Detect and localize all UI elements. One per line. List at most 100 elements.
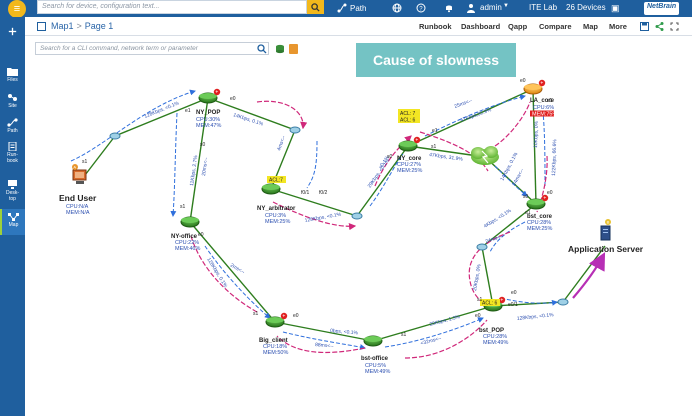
router-ny-core[interactable]: + [398, 136, 421, 152]
globe-icon[interactable] [390, 1, 404, 15]
menu-map[interactable]: Map [583, 22, 598, 31]
edge-label: 20Kbps, 1.3% [429, 314, 461, 328]
menu-qapp[interactable]: Qapp [508, 22, 528, 31]
database-icon[interactable] [275, 44, 285, 54]
cart-icon[interactable]: ▣ [611, 3, 620, 13]
save-icon[interactable] [640, 22, 649, 31]
global-search-button[interactable] [307, 0, 324, 14]
sidebar-item-desktop[interactable]: Desk- top [0, 180, 25, 202]
link[interactable] [274, 321, 374, 342]
menu-dashboard[interactable]: Dashboard [461, 22, 501, 31]
router-ny-office[interactable] [180, 216, 200, 228]
link[interactable] [114, 97, 209, 137]
link[interactable] [356, 145, 409, 217]
sidebar-item-site[interactable]: Site [0, 93, 25, 109]
sidebar-item-runbook[interactable]: Run- book [0, 142, 25, 164]
port-label: e1 [185, 108, 191, 114]
share-icon[interactable] [655, 22, 664, 31]
link[interactable] [207, 97, 296, 131]
edge-label: 14Kbps, 0.1% [232, 112, 264, 127]
cli-search-input[interactable]: Search for a CLI command, network term o… [35, 42, 269, 55]
link[interactable] [270, 188, 358, 217]
pink-traffic [190, 100, 548, 359]
top-bar: ≡ Search for device, configuration text.… [0, 0, 692, 18]
wan-cloud-icon[interactable] [471, 146, 499, 165]
link[interactable] [189, 221, 276, 323]
switch-icon[interactable] [289, 126, 301, 134]
node-cpu: CPU:N/A [66, 204, 89, 210]
menu-more[interactable]: More [609, 22, 627, 31]
link[interactable] [81, 135, 116, 180]
path-button[interactable]: Path [337, 2, 366, 14]
desktop-icon [8, 180, 17, 189]
edge-label: 24ms<-- [485, 233, 505, 245]
link[interactable] [562, 245, 606, 303]
port-label: f0/1 [301, 190, 310, 196]
sidebar-item-new[interactable] [0, 27, 25, 37]
notes-icon[interactable] [289, 44, 298, 54]
router-ny-pop[interactable]: + [198, 88, 221, 104]
router-ny-arbitrator[interactable] [261, 183, 281, 195]
bell-icon[interactable] [442, 1, 456, 15]
port-label: s0 [387, 154, 393, 160]
acl-badge: ACL: 6 [482, 301, 498, 307]
sidebar-item-map[interactable]: Map [0, 209, 25, 235]
global-search-input[interactable]: Search for device, configuration text... [37, 0, 307, 14]
device-count[interactable]: 26 Devices [566, 3, 606, 12]
node-mem: MEM:75% [532, 112, 557, 118]
node-name: NY_core [397, 156, 422, 162]
expand-icon[interactable] [670, 22, 679, 31]
svg-text:?: ? [419, 6, 423, 12]
link[interactable] [532, 88, 537, 205]
help-icon[interactable]: ? [414, 1, 428, 15]
router-big-client[interactable]: + [265, 312, 288, 328]
edge-label: 47Kbps,31.9% [460, 107, 493, 124]
node-cpu: CPU:22% [175, 240, 199, 246]
menu-runbook[interactable]: Runbook [419, 22, 452, 31]
sidebar-item-path[interactable]: Path [0, 118, 25, 134]
router-la-core[interactable]: + [523, 79, 546, 95]
runbook-icon [8, 142, 17, 151]
switch-icon[interactable] [351, 212, 363, 220]
sidebar-item-files[interactable]: Files [0, 67, 25, 83]
node-mem: MEM:25% [527, 226, 552, 232]
acl-badges: ACL:7 ACL: 7 ACL: 6 ACL: 6 [267, 109, 500, 307]
netbrain-logo: NetBrain [644, 2, 680, 15]
menu-compare[interactable]: Compare [539, 22, 572, 31]
switch-icon[interactable] [557, 298, 569, 306]
router-bst-core[interactable]: + [526, 194, 549, 210]
application-server-icon[interactable]: B [600, 219, 611, 241]
breadcrumb-page[interactable]: Page 1 [84, 21, 114, 31]
edge-label: 0bps, <0.1% [330, 328, 359, 336]
domain-name[interactable]: ITE Lab [529, 3, 558, 12]
port-label: e1 [525, 210, 531, 216]
link[interactable] [407, 88, 534, 147]
edge-label: 10Kbps, 0% [533, 120, 540, 148]
edge-label: 25ms<-- [454, 98, 474, 110]
hamburger-icon: ≡ [8, 0, 26, 18]
port-label: f0/2 [319, 190, 328, 196]
port-label: e0 [475, 313, 481, 319]
svg-text:+: + [215, 90, 218, 96]
link[interactable] [481, 203, 537, 248]
acl-badge: ACL: 7 [400, 111, 416, 117]
node-cpu: CPU:27% [397, 162, 421, 168]
search-icon[interactable] [257, 44, 267, 54]
end-user-icon[interactable]: A [72, 164, 87, 184]
switch-icon[interactable] [109, 132, 121, 140]
user-icon[interactable] [464, 1, 478, 15]
node-mem: MEM:N/A [66, 210, 90, 216]
user-chevron-down-icon[interactable]: ▼ [503, 3, 509, 9]
router-bst-office[interactable] [363, 335, 383, 347]
link[interactable] [481, 246, 494, 307]
main-menu-button[interactable]: ≡ [6, 0, 28, 18]
search-icon [311, 2, 320, 12]
switch-icon[interactable] [476, 243, 488, 251]
user-name[interactable]: admin [480, 3, 502, 12]
link[interactable] [189, 97, 209, 223]
link[interactable] [372, 305, 494, 342]
breadcrumb-map[interactable]: Map1 [51, 21, 74, 31]
edge-label: 24ms<-- [511, 168, 525, 187]
map-canvas[interactable]: Search for a CLI command, network term o… [25, 36, 692, 416]
